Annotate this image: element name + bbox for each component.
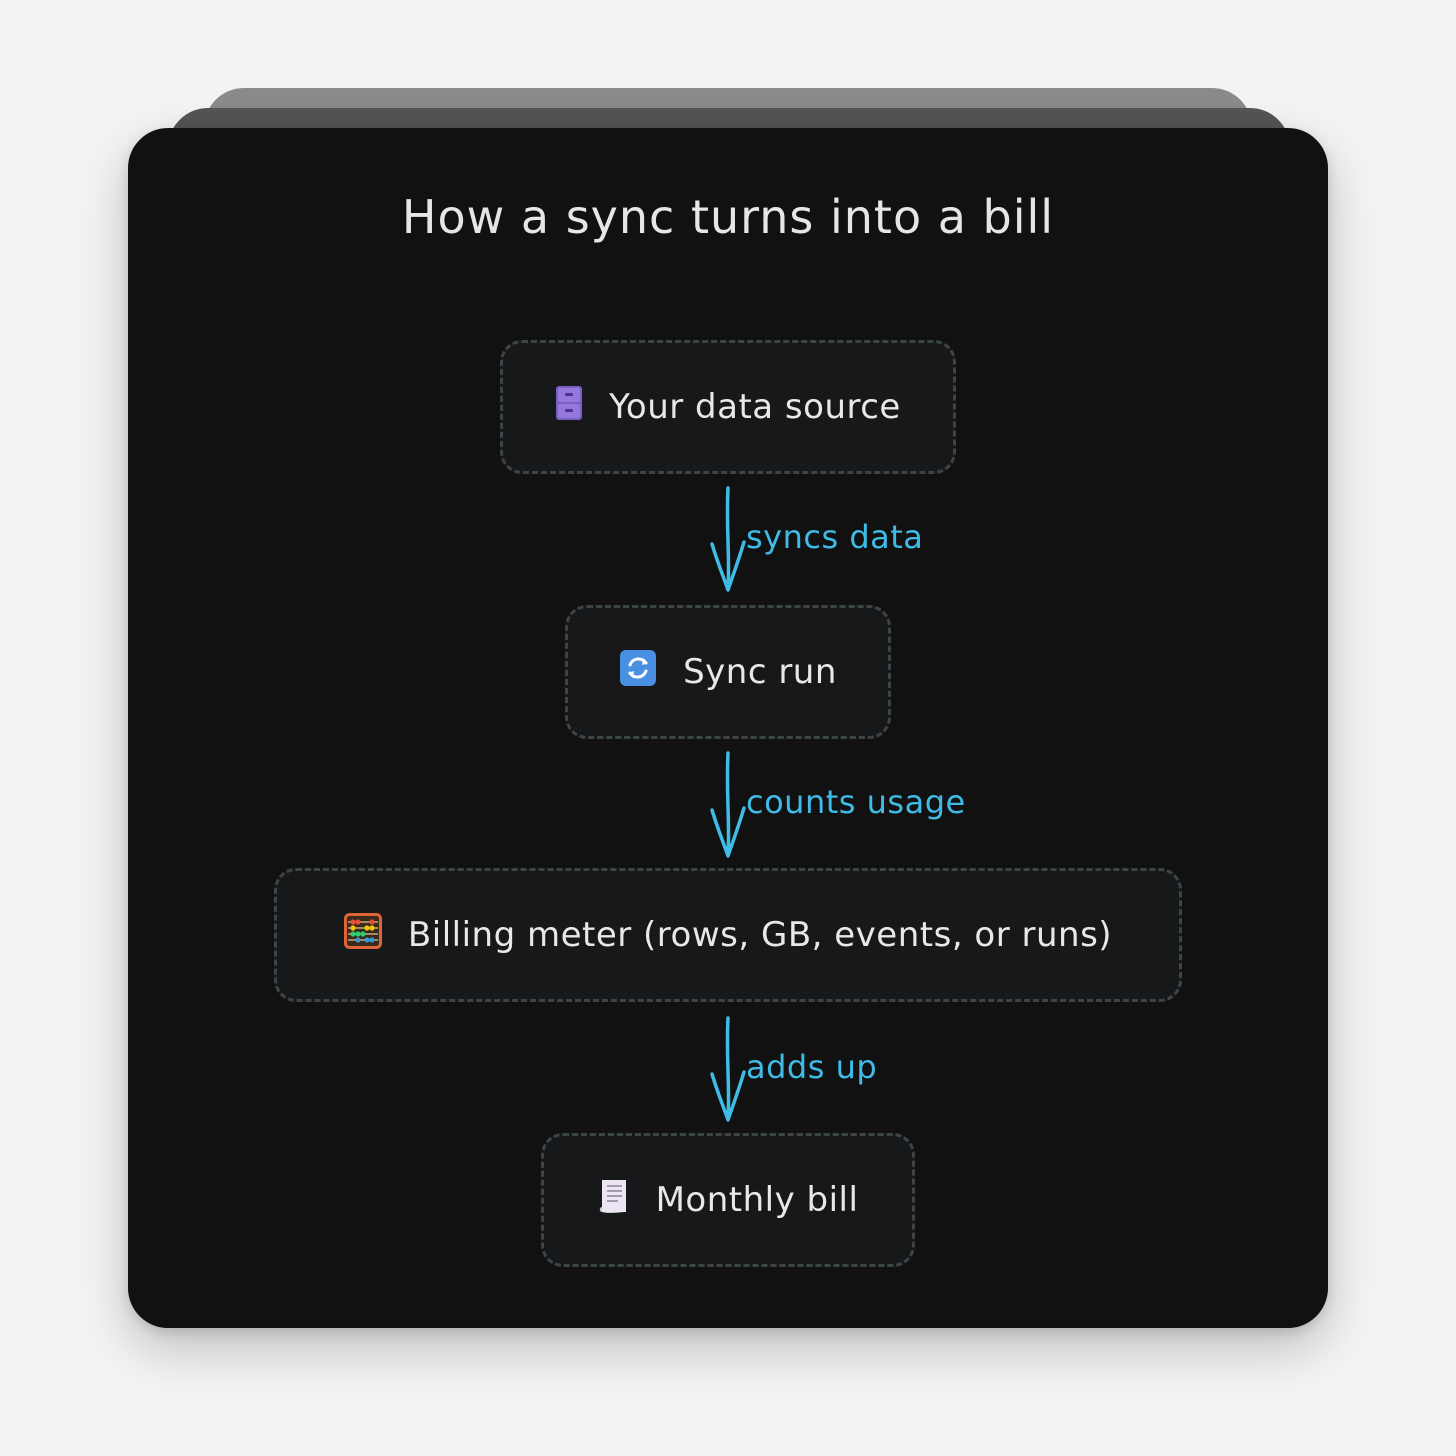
node-billing-meter: Billing meter (rows, GB, events, or runs… — [274, 868, 1182, 1002]
node-data-source: Your data source — [500, 340, 956, 474]
edge-label-adds-up: adds up — [746, 1048, 878, 1086]
node-monthly-bill: Monthly bill — [541, 1133, 915, 1267]
edge-arrow-meter-to-bill — [710, 1016, 746, 1122]
edge-label-counts-usage: counts usage — [746, 783, 966, 821]
edge-arrow-sync-to-meter — [710, 751, 746, 858]
file-cabinet-icon — [555, 385, 583, 430]
abacus-icon — [343, 912, 382, 958]
diagram-card: How a sync turns into a bill syncs data … — [128, 128, 1328, 1328]
node-label: Your data source — [609, 387, 901, 427]
receipt-icon — [598, 1177, 630, 1224]
edge-arrow-source-to-sync — [710, 486, 746, 592]
diagram-title: How a sync turns into a bill — [401, 190, 1055, 244]
node-label: Billing meter (rows, GB, events, or runs… — [407, 915, 1113, 955]
node-sync-run: Sync run — [565, 605, 891, 739]
node-label: Monthly bill — [655, 1180, 859, 1220]
edge-label-syncs-data: syncs data — [746, 518, 924, 556]
refresh-arrows-icon — [619, 649, 657, 696]
node-label: Sync run — [683, 652, 837, 692]
